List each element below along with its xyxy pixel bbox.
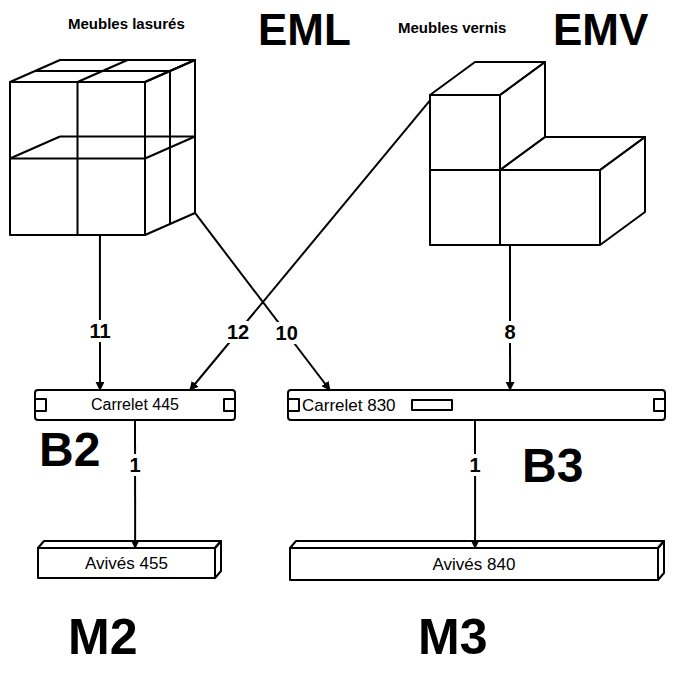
drawing-stroke	[658, 541, 664, 580]
drawing-stroke	[500, 244, 600, 246]
drawing-stroke	[288, 390, 665, 420]
part-code: B3	[522, 442, 583, 490]
drawing-stroke	[290, 541, 664, 548]
drawing-stroke	[412, 400, 452, 410]
drawing-stroke	[600, 137, 645, 245]
drawing-stroke	[430, 62, 545, 95]
board-part: Carrelet 830B3	[288, 390, 665, 420]
flow-arrow	[190, 100, 430, 390]
drawing-stroke	[60, 136, 195, 138]
drawing-stroke	[10, 137, 60, 159]
material-code: M3	[418, 612, 487, 662]
part-name: Carrelet 830	[302, 397, 396, 414]
drawing-stroke	[10, 60, 195, 82]
board-part: Carrelet 445B2	[35, 390, 235, 420]
group-code: EML	[258, 8, 351, 52]
raw-material: Avivés 840M3	[290, 548, 658, 580]
flow-arrow	[509, 245, 511, 390]
quantity-label: 1	[126, 454, 143, 476]
drawing-stroke	[35, 390, 235, 420]
quantity-label: 1	[466, 454, 483, 476]
drawing-stroke	[38, 541, 221, 548]
flow-arrow	[474, 420, 476, 548]
material-name: Avivés 455	[85, 555, 168, 572]
drawing-stroke	[145, 60, 195, 235]
drawing-stroke	[215, 541, 221, 578]
emv-shape	[430, 62, 645, 245]
material-code: M2	[68, 612, 137, 662]
drawing-stroke	[10, 82, 145, 235]
quantity-label: 8	[501, 321, 518, 343]
group-title: Meubles vernis	[398, 20, 506, 35]
eml-cube	[10, 60, 195, 235]
drawing-stroke	[288, 399, 299, 411]
drawing-stroke	[10, 158, 145, 160]
drawing-stroke	[35, 70, 170, 72]
flow-arrow	[99, 235, 101, 390]
drawing-stroke	[38, 548, 215, 578]
boards	[35, 390, 665, 580]
group-title: Meubles lasurés	[68, 16, 185, 31]
flow-arrow	[195, 213, 330, 390]
quantity-label: 10	[273, 322, 301, 344]
quantity-label: 12	[224, 321, 252, 343]
material-name: Avivés 840	[433, 556, 516, 573]
drawing-stroke	[654, 399, 665, 411]
group-code: EMV	[553, 8, 648, 52]
part-name: Carrelet 445	[91, 397, 179, 413]
raw-material: Avivés 455M2	[38, 548, 215, 578]
drawing-stroke	[224, 399, 235, 411]
drawing-stroke	[145, 137, 195, 159]
drawing-stroke	[35, 399, 46, 411]
furniture-group: Meubles lasurésEML	[10, 60, 195, 235]
part-code: B2	[39, 426, 100, 474]
furniture-group: Meubles vernisEMV	[430, 62, 645, 245]
flow-arrow	[134, 420, 136, 548]
drawing-stroke	[290, 548, 658, 580]
quantity-label: 11	[86, 320, 113, 342]
